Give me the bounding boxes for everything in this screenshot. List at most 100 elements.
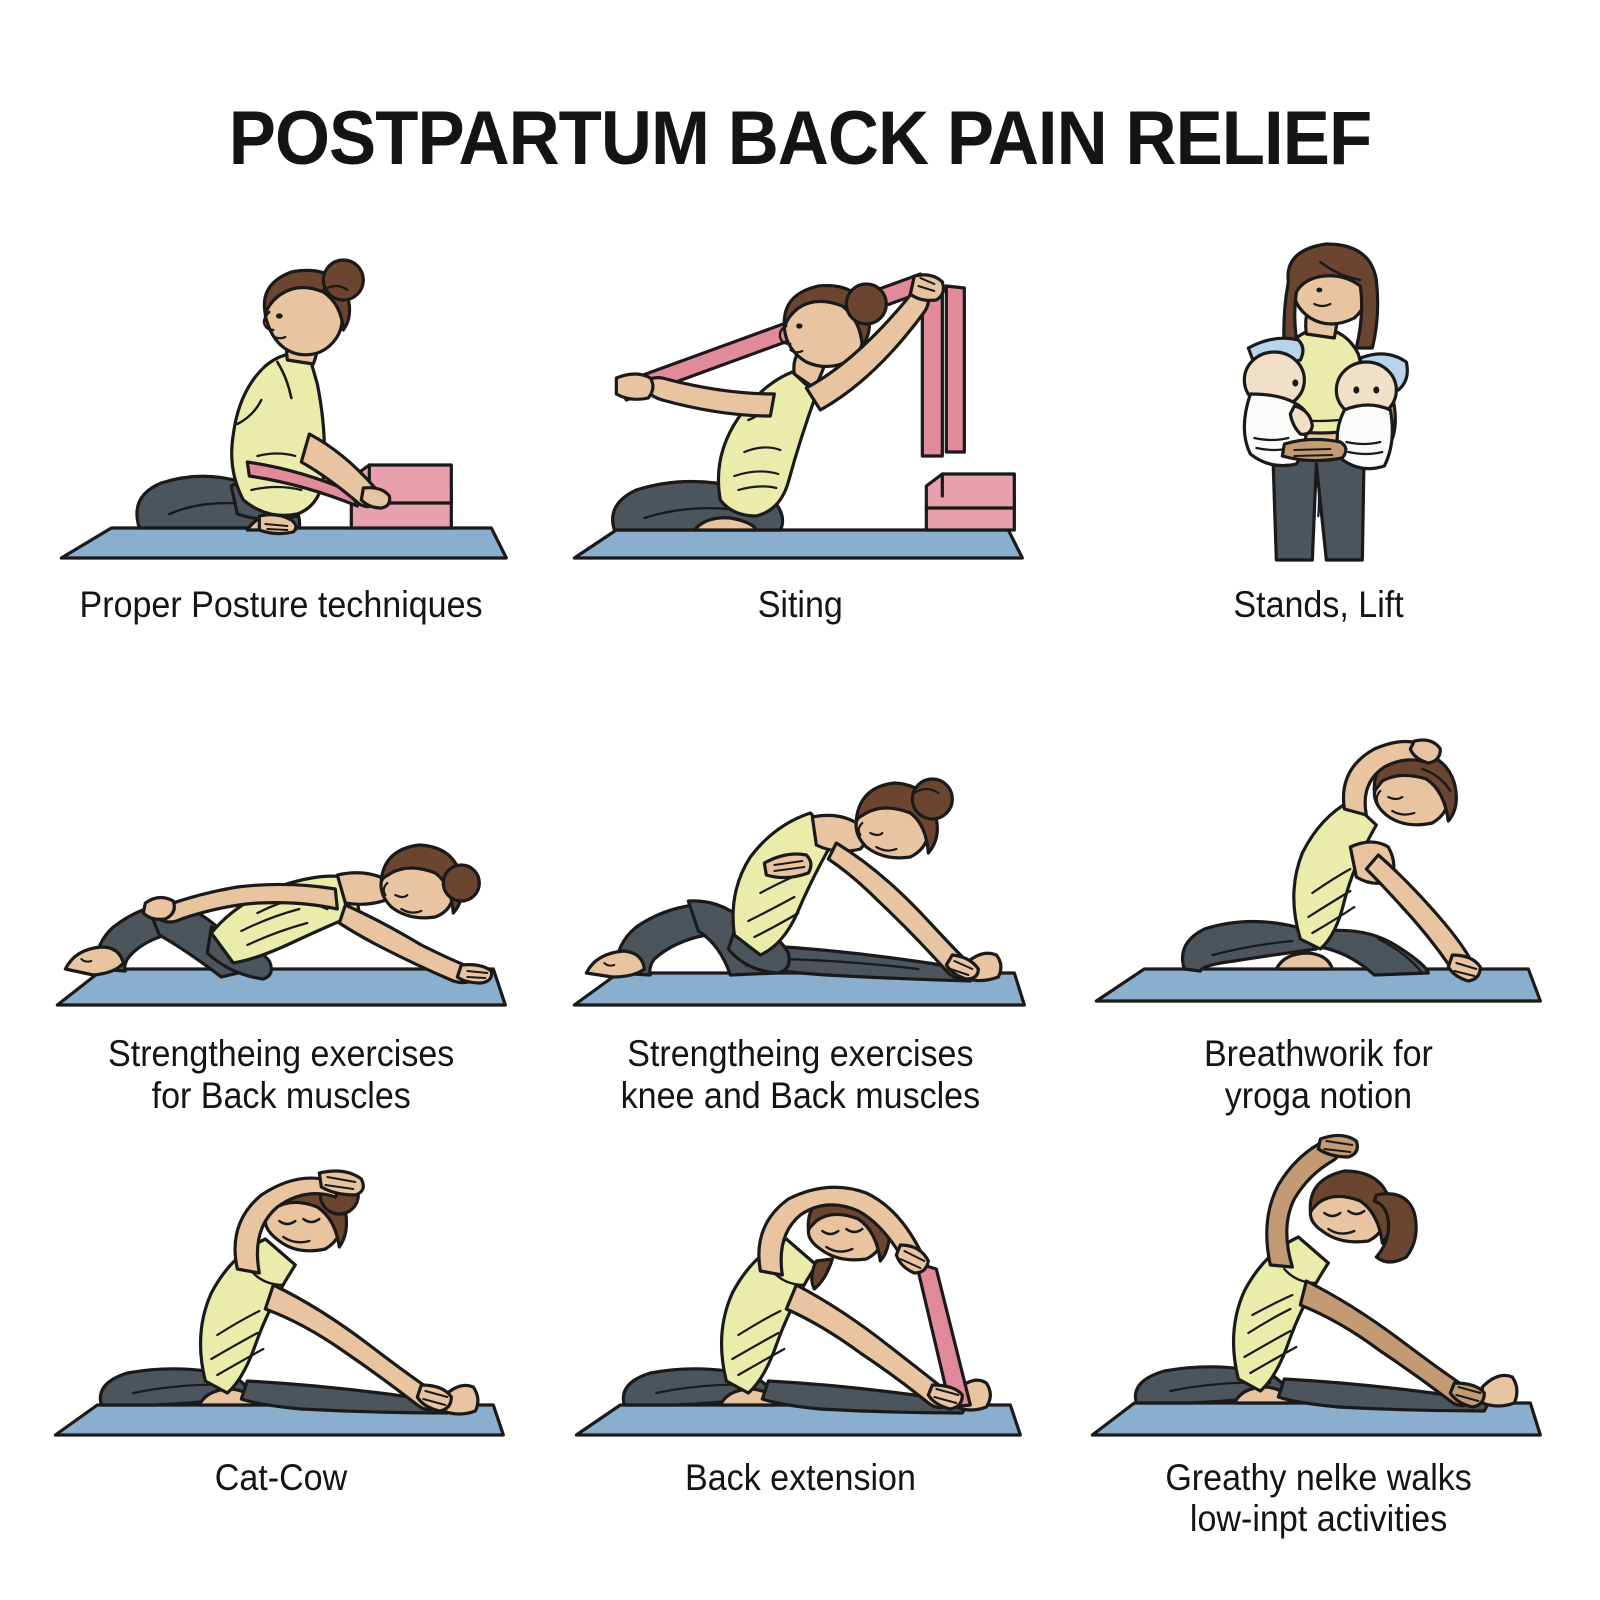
exercise-card-siting[interactable]: Siting bbox=[541, 238, 1060, 687]
arm-front bbox=[642, 375, 776, 418]
caption-strengthening-back: Strengtheing exercises for Back muscles bbox=[108, 1033, 455, 1116]
hand-right bbox=[359, 485, 392, 510]
hand-raised bbox=[1317, 1133, 1360, 1159]
illustration-back-extension bbox=[541, 1137, 1060, 1447]
bent-knee bbox=[1319, 929, 1431, 977]
nose-profile bbox=[1375, 790, 1382, 807]
yoga-block-upper bbox=[924, 472, 1016, 510]
hair-bun bbox=[441, 863, 481, 903]
exercise-card-strengthening-back[interactable]: Strengtheing exercises for Back muscles bbox=[22, 687, 541, 1136]
ponytail bbox=[1373, 1191, 1419, 1264]
caption-proper-posture: Proper Posture techniques bbox=[79, 583, 483, 625]
resistance-band bbox=[914, 1260, 972, 1409]
eye-closed-r bbox=[1347, 1209, 1366, 1215]
mouth bbox=[400, 908, 423, 914]
nose-profile bbox=[382, 882, 389, 897]
fist-up bbox=[908, 273, 945, 302]
caption-back-extension: Back extension bbox=[684, 1456, 916, 1498]
illustration-strengthening-knee-back bbox=[541, 687, 1060, 1017]
hair-bun bbox=[321, 258, 365, 302]
eye-closed bbox=[1387, 796, 1404, 801]
mouth bbox=[788, 348, 804, 354]
illustration-stands-lift bbox=[1059, 238, 1578, 568]
exercise-card-stands-lift[interactable]: Stands, Lift bbox=[1059, 238, 1578, 687]
extended-leg bbox=[1277, 1376, 1491, 1413]
hair-strand bbox=[809, 1256, 834, 1291]
svg-gentle-walks bbox=[1091, 1133, 1543, 1437]
fist-left bbox=[614, 372, 655, 401]
mouth bbox=[874, 846, 898, 852]
svg-proper-posture bbox=[59, 258, 508, 560]
eye bbox=[795, 323, 803, 329]
caption-breathwork: Breathworik for yroga notion bbox=[1204, 1033, 1434, 1116]
svg-strengthening-back bbox=[55, 843, 507, 1007]
caption-stands-lift: Stands, Lift bbox=[1233, 583, 1404, 625]
caption-strengthening-knee-back: Strengtheing exercises knee and Back mus… bbox=[620, 1033, 980, 1116]
mouth-smile bbox=[282, 1235, 311, 1244]
yoga-mat bbox=[572, 528, 1024, 560]
exercise-card-proper-posture[interactable]: Proper Posture techniques bbox=[22, 238, 541, 687]
resistance-band bbox=[245, 460, 359, 508]
exercise-grid: Proper Posture techniques bbox=[0, 238, 1600, 1600]
exercise-card-breathwork[interactable]: Breathworik for yroga notion bbox=[1059, 687, 1578, 1136]
caption-siting: Siting bbox=[757, 583, 843, 625]
exercise-card-strengthening-knee-back[interactable]: Strengtheing exercises knee and Back mus… bbox=[541, 687, 1060, 1136]
eye-closed-l bbox=[1323, 1211, 1342, 1217]
baby-left-eye bbox=[1292, 379, 1299, 387]
foot-extended bbox=[1481, 1373, 1519, 1408]
foot-extended bbox=[441, 1383, 480, 1416]
svg-back-extension bbox=[574, 1185, 1022, 1437]
mouth-smile bbox=[1327, 1227, 1356, 1235]
baby-right-body bbox=[1335, 403, 1395, 471]
svg-stands-lift bbox=[1243, 242, 1410, 562]
svg-siting bbox=[572, 272, 1024, 560]
hand-behind-head bbox=[1409, 738, 1443, 765]
nose-profile bbox=[857, 822, 864, 837]
hair-bun bbox=[910, 777, 954, 821]
yoga-mat bbox=[572, 971, 1026, 1007]
eye bbox=[275, 313, 283, 319]
eye-closed bbox=[394, 894, 409, 899]
foot-tucked bbox=[1275, 951, 1335, 971]
foot-bent bbox=[584, 949, 646, 979]
eye-closed bbox=[868, 832, 884, 837]
illustration-strengthening-back bbox=[22, 687, 541, 1017]
yoga-mat bbox=[55, 967, 507, 1007]
illustration-siting bbox=[541, 238, 1060, 568]
mouth bbox=[272, 334, 287, 340]
nose-profile bbox=[778, 324, 792, 346]
mouth bbox=[824, 1245, 854, 1253]
hair-bun bbox=[844, 282, 888, 326]
page-title: POSTPARTUM BACK PAIN RELIEF bbox=[228, 95, 1372, 181]
yoga-mat bbox=[59, 526, 508, 560]
eye bbox=[1316, 287, 1323, 293]
svg-breathwork bbox=[1095, 738, 1543, 1003]
illustration-cat-cow bbox=[22, 1137, 541, 1447]
exercise-card-cat-cow[interactable]: Cat-Cow bbox=[22, 1137, 541, 1586]
eye-closed-r bbox=[844, 1227, 864, 1233]
eye-closed-r bbox=[302, 1217, 321, 1223]
eye-closed-l bbox=[820, 1229, 840, 1235]
baby-right-eye-r bbox=[1373, 386, 1380, 394]
nose-profile bbox=[262, 310, 275, 332]
yoga-mat bbox=[1095, 967, 1543, 1003]
svg-strengthening-knee-back bbox=[572, 777, 1026, 1007]
caption-gentle-walks: Greathy nelke walks low-inpt activities bbox=[1165, 1456, 1472, 1540]
foot bbox=[63, 945, 125, 977]
caption-cat-cow: Cat-Cow bbox=[215, 1456, 348, 1498]
exercise-card-back-extension[interactable]: Back extension bbox=[541, 1137, 1060, 1586]
mouth bbox=[1313, 302, 1332, 307]
illustration-proper-posture bbox=[22, 238, 541, 568]
hand-on-knee bbox=[141, 896, 176, 922]
tank-top bbox=[716, 370, 818, 518]
mouth bbox=[1391, 810, 1416, 816]
eye-closed-l bbox=[278, 1219, 297, 1225]
foot bbox=[692, 515, 758, 532]
exercise-card-gentle-walks[interactable]: Greathy nelke walks low-inpt activities bbox=[1059, 1133, 1578, 1586]
fringe bbox=[1319, 260, 1362, 282]
baby-right-eye-l bbox=[1353, 386, 1360, 394]
svg-cat-cow bbox=[53, 1169, 505, 1437]
baby-left-arm bbox=[1289, 404, 1315, 436]
illustration-breathwork bbox=[1059, 687, 1578, 1017]
